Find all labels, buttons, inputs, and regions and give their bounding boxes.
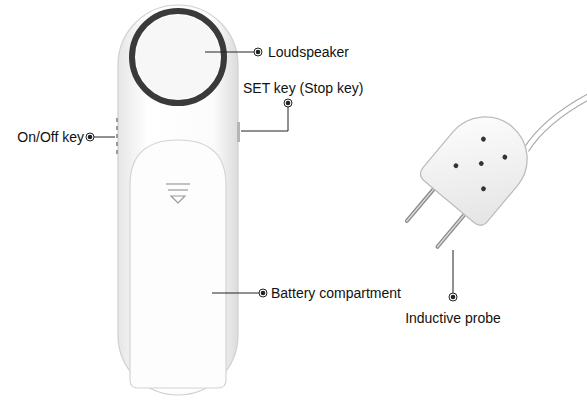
inductive-probe [390,100,544,261]
battery-cover [130,140,226,388]
loudspeaker-ring [132,11,224,103]
loudspeaker-face [136,15,220,99]
cover-mark [168,189,188,190]
cover-arrow [171,196,185,203]
part-label: SET key (Stop key) [243,80,363,96]
onoff-key [116,118,118,154]
set-key [237,122,240,142]
leader-dots [86,48,457,301]
cable [526,96,587,150]
part-label: On/Off key [17,129,84,145]
device-body [118,5,238,395]
cable [526,96,587,150]
part-label: Inductive probe [405,310,501,326]
leader-lines [94,52,453,293]
cover-mark [166,183,190,184]
part-label: Battery compartment [271,285,401,301]
part-label: Loudspeaker [268,44,349,60]
